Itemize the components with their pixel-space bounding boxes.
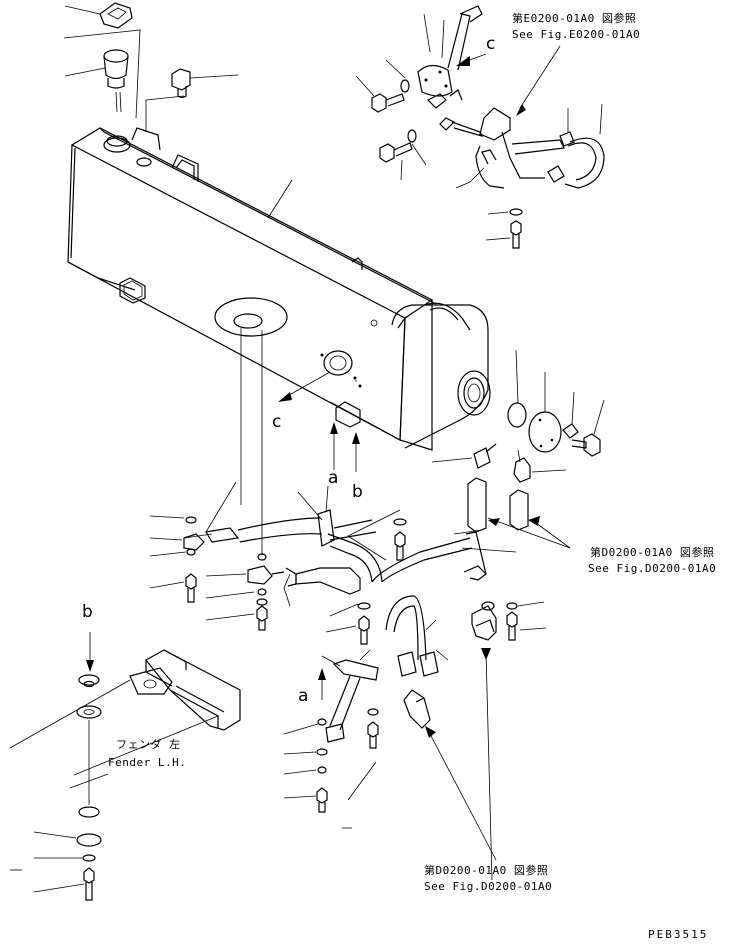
fuel-tank — [67, 127, 491, 451]
fuel-level-sensor — [355, 5, 605, 249]
ref-d0200-bottom-en: See Fig.D0200-01A0 — [424, 880, 553, 893]
filler-cap-assembly — [63, 2, 239, 132]
fender-label-jp: フェンダ 左 — [116, 738, 181, 751]
view-marker-c-mid: c — [272, 412, 282, 432]
ref-d0200-right-en: See Fig.D0200-01A0 — [588, 562, 717, 575]
ref-d0200-right-jp: 第D0200-01A0 図参照 — [590, 546, 715, 559]
fender-lh — [9, 649, 241, 901]
view-arrows — [86, 371, 360, 700]
view-marker-b-mid: b — [352, 482, 364, 502]
view-marker-b-left: b — [82, 602, 94, 622]
ref-e0200-jp: 第E0200-01A0 図参照 — [512, 12, 637, 25]
drain-cover-assembly — [507, 349, 605, 457]
view-marker-c-top: c — [486, 34, 496, 54]
view-marker-a-low: a — [298, 686, 309, 706]
fuel-lines — [149, 328, 571, 881]
ref-d0200-bottom-jp: 第D0200-01A0 図参照 — [424, 864, 549, 877]
view-marker-a-mid: a — [328, 468, 339, 488]
fender-label-en: Fender L.H. — [108, 756, 187, 769]
ref-e0200-en: See Fig.E0200-01A0 — [512, 28, 641, 41]
drawing-code: PEB3515 — [648, 928, 709, 941]
